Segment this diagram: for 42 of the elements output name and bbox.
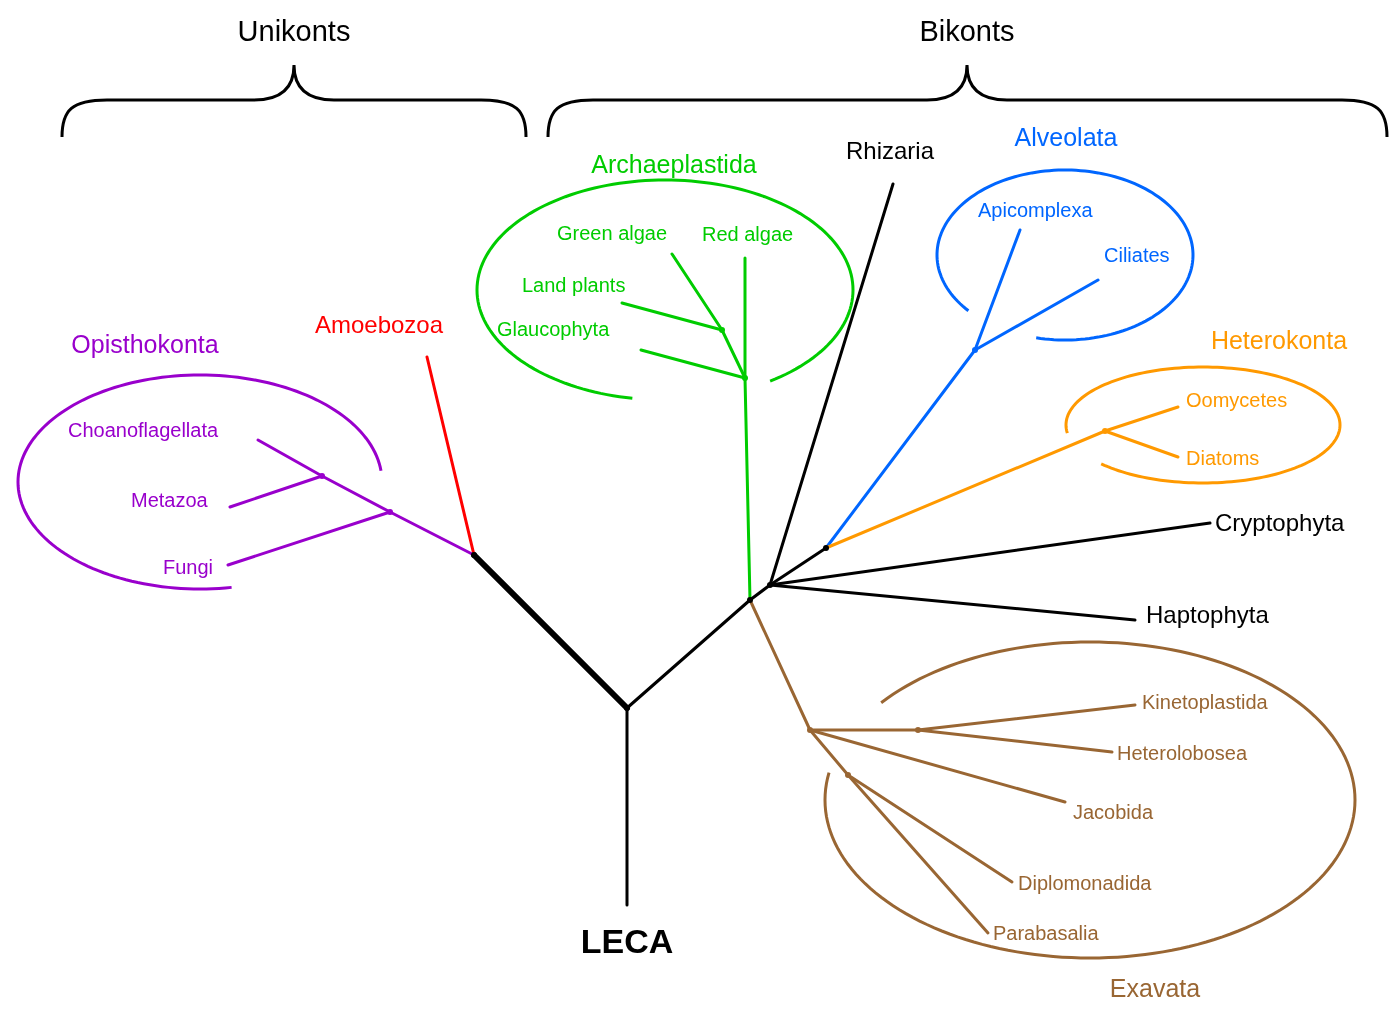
- branch-point: [742, 375, 748, 381]
- branch-point: [807, 727, 813, 733]
- clade-name: Exavata: [1109, 973, 1201, 1003]
- clade-name: Opisthokonta: [71, 329, 219, 359]
- branch-point: [1102, 428, 1108, 434]
- taxon-label: Amoebozoa: [314, 311, 444, 339]
- taxon-label: Green algae: [557, 221, 668, 245]
- taxon-label: Diatoms: [1186, 446, 1260, 470]
- group-label: Unikonts: [237, 15, 351, 49]
- taxon-label: Glaucophyta: [497, 317, 610, 341]
- taxon-label: Fungi: [163, 555, 214, 579]
- taxon-label: Choanoflagellata: [68, 418, 219, 442]
- taxon-label: Ciliates: [1104, 243, 1170, 267]
- branch-point: [387, 509, 393, 515]
- branch-point: [747, 597, 753, 603]
- taxon-label: Heterolobosea: [1117, 741, 1248, 765]
- taxon-label: Haptophyta: [1146, 601, 1269, 629]
- taxon-label: Oomycetes: [1186, 388, 1288, 412]
- taxon-label: Cryptophyta: [1215, 509, 1345, 537]
- branch-point: [719, 327, 725, 333]
- taxon-label: Diplomonadida: [1018, 871, 1152, 895]
- clade-name: Archaeplastida: [591, 149, 757, 179]
- clade-name: Heterokonta: [1210, 325, 1348, 355]
- taxon-label: Kinetoplastida: [1142, 690, 1268, 714]
- branch-point: [471, 552, 477, 558]
- branch-point: [915, 727, 921, 733]
- taxon-label: Red algae: [702, 222, 794, 246]
- branch-point: [845, 772, 851, 778]
- taxon-label: LECA: [580, 922, 674, 962]
- clade-name: Alveolata: [1014, 122, 1118, 152]
- branch-point: [767, 582, 773, 588]
- taxon-label: Rhizaria: [846, 137, 934, 165]
- tree-branch: [471, 552, 630, 711]
- branch-point: [972, 347, 978, 353]
- taxon-label: Apicomplexa: [978, 198, 1093, 222]
- taxon-label: Jacobida: [1073, 800, 1154, 824]
- taxon-label: Land plants: [522, 273, 626, 297]
- group-label: Bikonts: [919, 15, 1015, 49]
- taxon-label: Parabasalia: [993, 921, 1099, 945]
- taxon-label: Metazoa: [131, 488, 208, 512]
- branch-point: [319, 473, 325, 479]
- branch-point: [823, 545, 829, 551]
